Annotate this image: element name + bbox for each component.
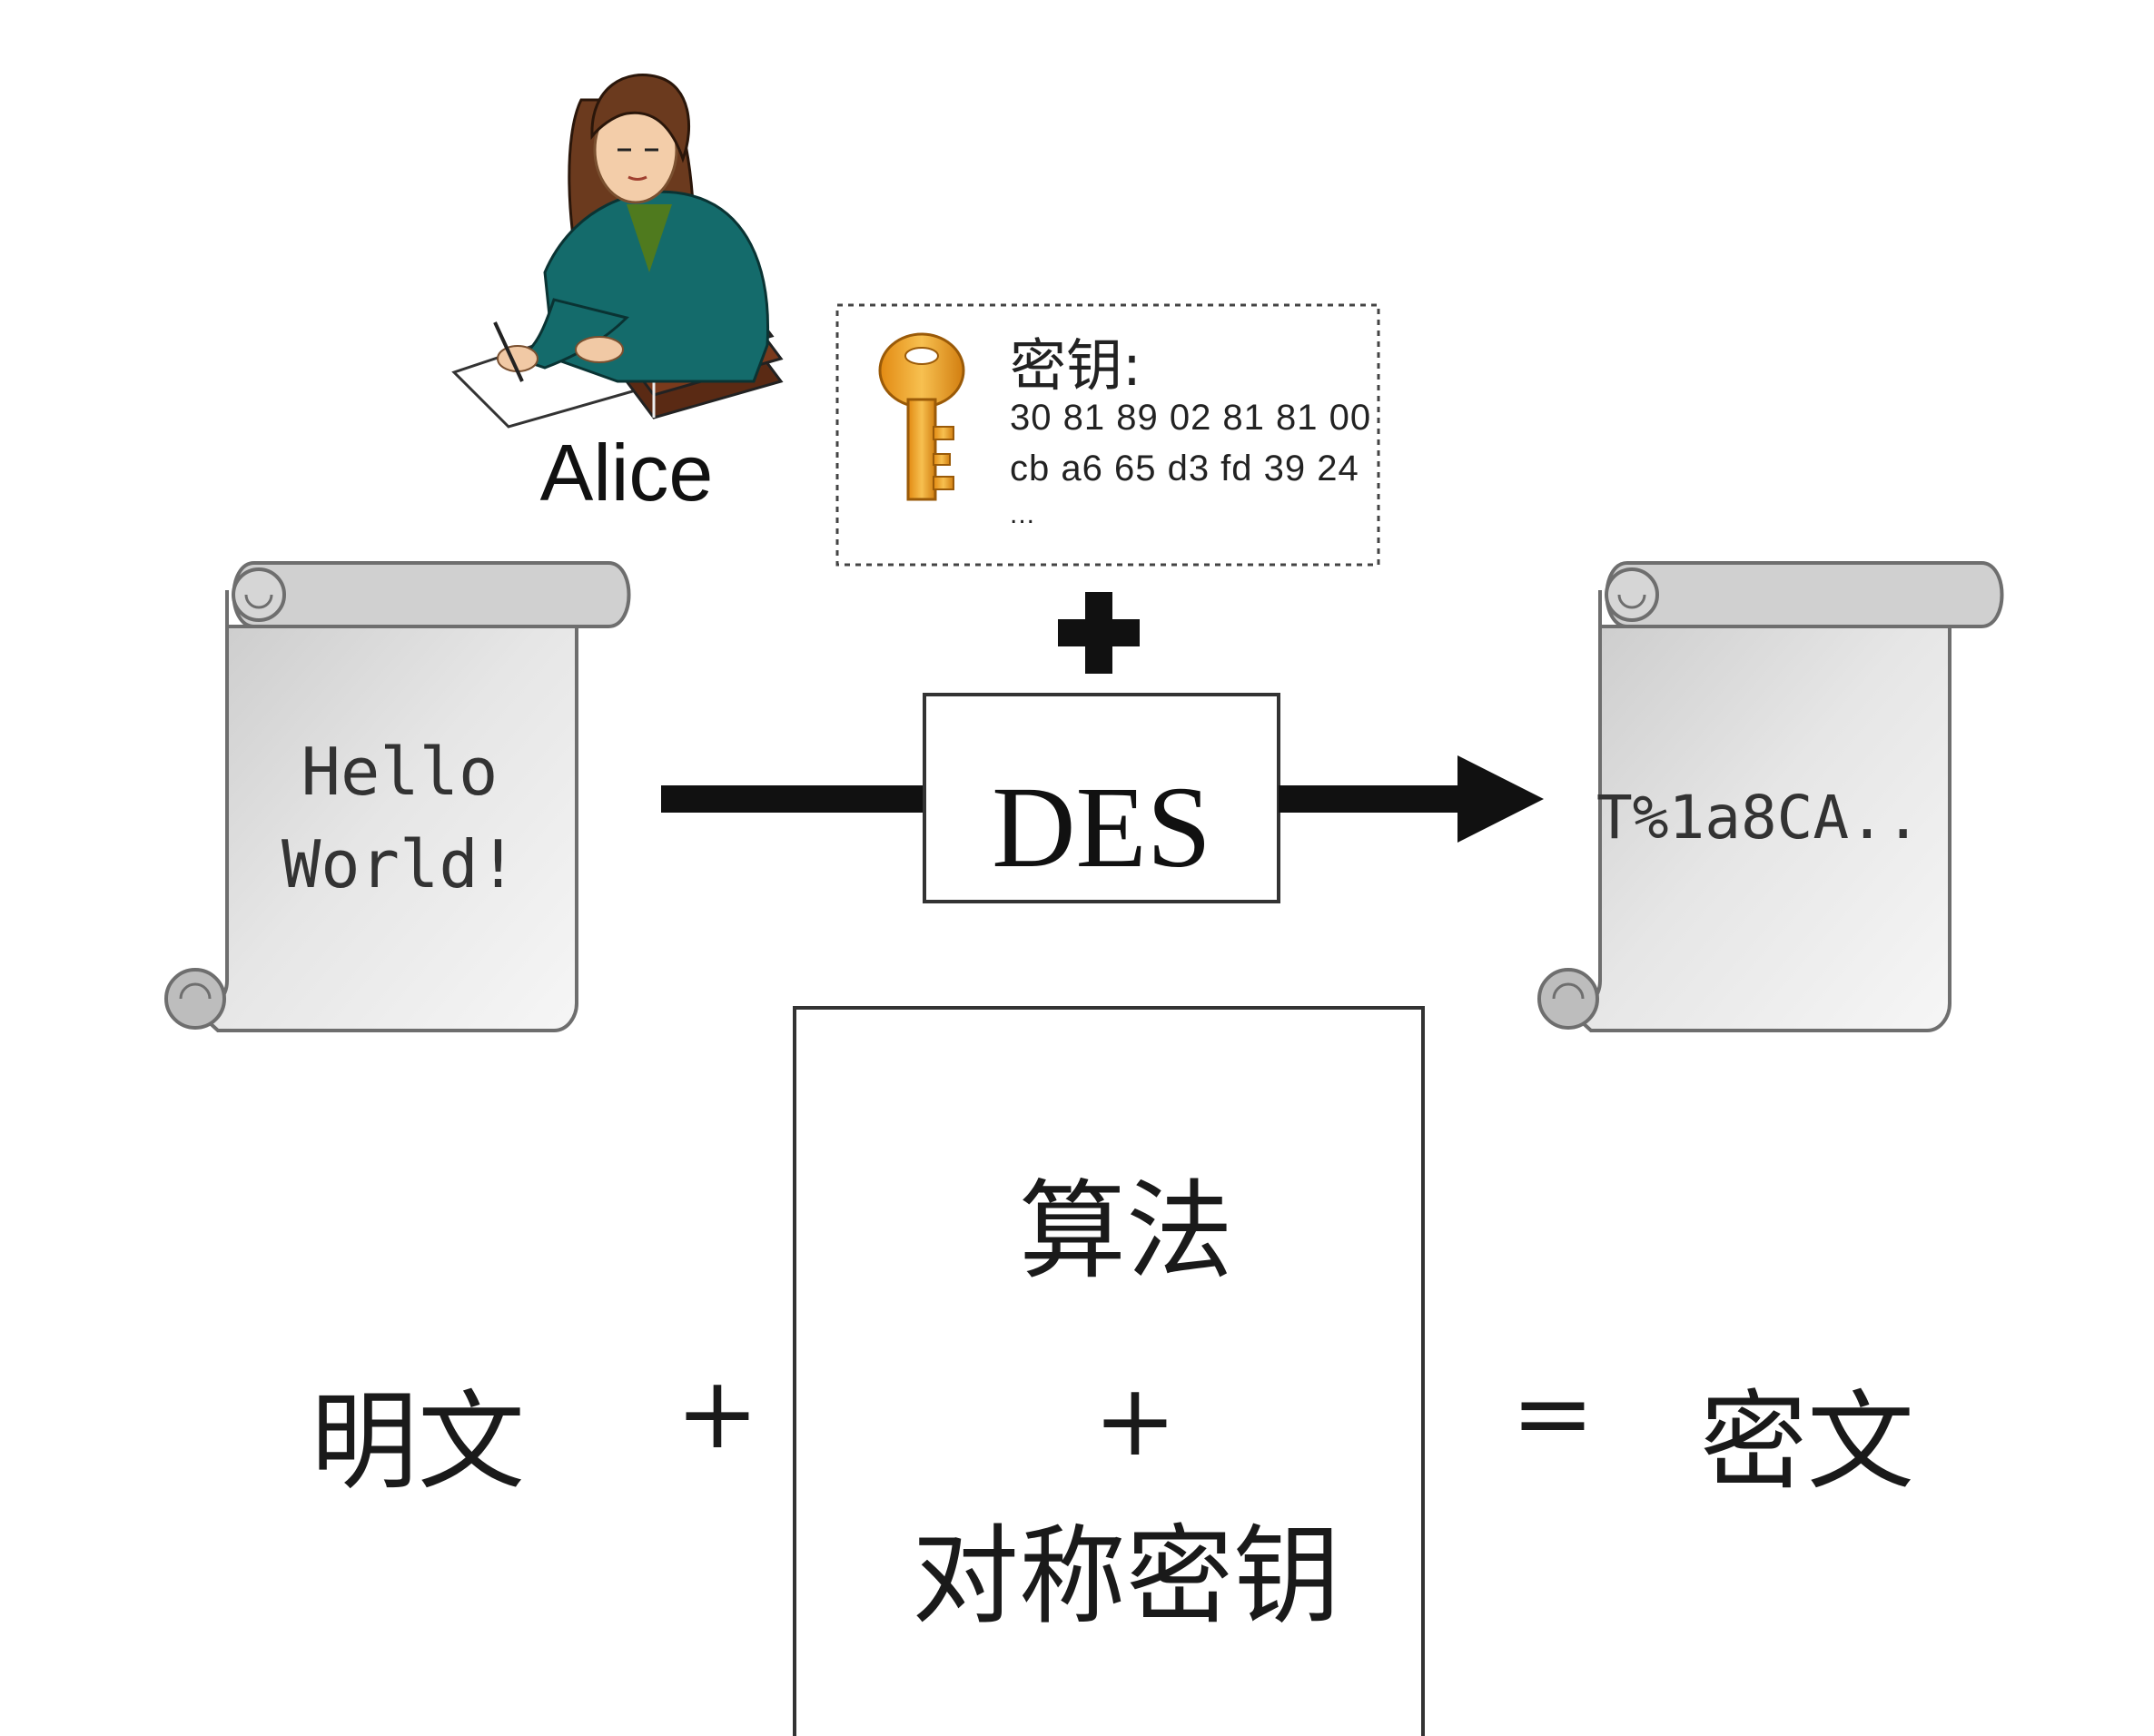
des-label: DES xyxy=(992,763,1211,892)
formula-algorithm: 算法 xyxy=(1018,1169,1233,1294)
des-box xyxy=(923,693,1280,903)
formula-ciphertext: 密文 xyxy=(1699,1379,1914,1504)
key-icon xyxy=(878,332,965,501)
alice-illustration xyxy=(451,74,784,429)
output-arrow xyxy=(1279,755,1544,843)
formula-inner-plus: + xyxy=(1092,1362,1178,1478)
plaintext-line-1: Hello xyxy=(301,734,499,810)
alice-name: Alice xyxy=(539,428,714,518)
key-title: 密钥: xyxy=(1010,332,1141,399)
plus-icon xyxy=(1058,592,1140,674)
ciphertext-scroll xyxy=(1537,561,2004,1032)
algorithm-key-box xyxy=(793,1006,1425,1736)
key-bytes-ellipsis: ... xyxy=(1010,499,1036,529)
key-bytes-line-1: 30 81 89 02 81 81 00 xyxy=(1010,398,1372,438)
input-arrow-line xyxy=(661,785,924,813)
key-bytes-line-2: cb a6 65 d3 fd 39 24 xyxy=(1010,449,1359,488)
ciphertext-text: T%1a8CA.. xyxy=(1596,783,1922,853)
plaintext-scroll xyxy=(164,561,631,1032)
formula-equals: = xyxy=(1510,1355,1596,1471)
plaintext-line-2: World! xyxy=(281,826,519,903)
formula-plaintext: 明文 xyxy=(310,1379,525,1504)
formula-plus: + xyxy=(675,1355,760,1471)
formula-symmetric-key: 对称密钥 xyxy=(911,1514,1340,1639)
